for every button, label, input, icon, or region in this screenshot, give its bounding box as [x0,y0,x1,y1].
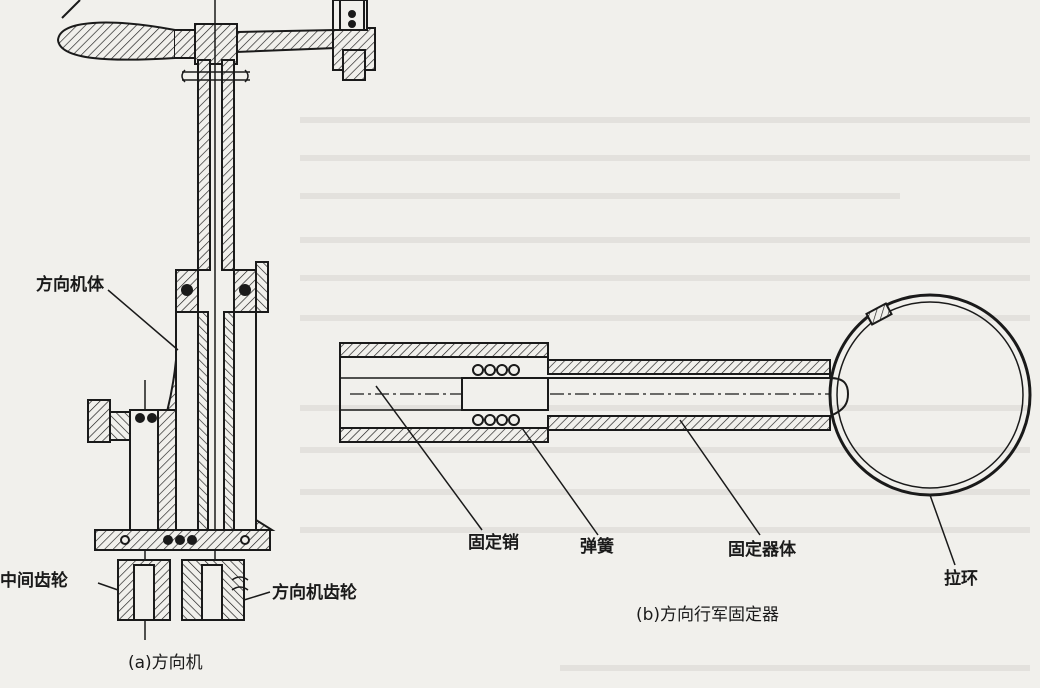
label-pull-ring: 拉环 [944,568,978,589]
bearing-housing [175,261,269,313]
locking-pin [350,377,830,411]
label-locking-pin: 固定销 [468,532,519,553]
leader-line-holder [679,419,761,536]
label-holder-body: 固定器体 [728,539,797,560]
lower-gears [117,559,249,621]
bleed-through-texture [300,117,1030,671]
leader-line-pin [375,385,483,531]
pull-ring-shape [828,293,1032,497]
direction-machine-drawing [56,0,376,640]
leader-line-handwheel [61,0,81,19]
base-flange [94,529,271,551]
leader-line-middle-gear [97,582,119,591]
leader-line-spring [521,427,599,536]
caption-part-a: (a)方向机 [128,653,203,673]
travel-lock-drawing [339,293,1032,566]
label-direction-gear: 方向机齿轮 [272,582,357,603]
holder-body [339,342,831,443]
leader-line-ring [929,494,956,566]
label-spring: 弹簧 [580,536,614,557]
caption-part-b: (b)方向行军固定器 [636,605,779,625]
label-direction-body: 方向机体 [36,274,105,295]
leader-line-body [107,289,179,351]
vertical-shaft [181,59,250,271]
leader-line-dir-gear [243,591,271,601]
side-gear-tower [87,399,177,531]
spring-coils [472,364,520,426]
handwheel [56,0,376,81]
label-middle-gear: 中间齿轮 [0,570,68,591]
